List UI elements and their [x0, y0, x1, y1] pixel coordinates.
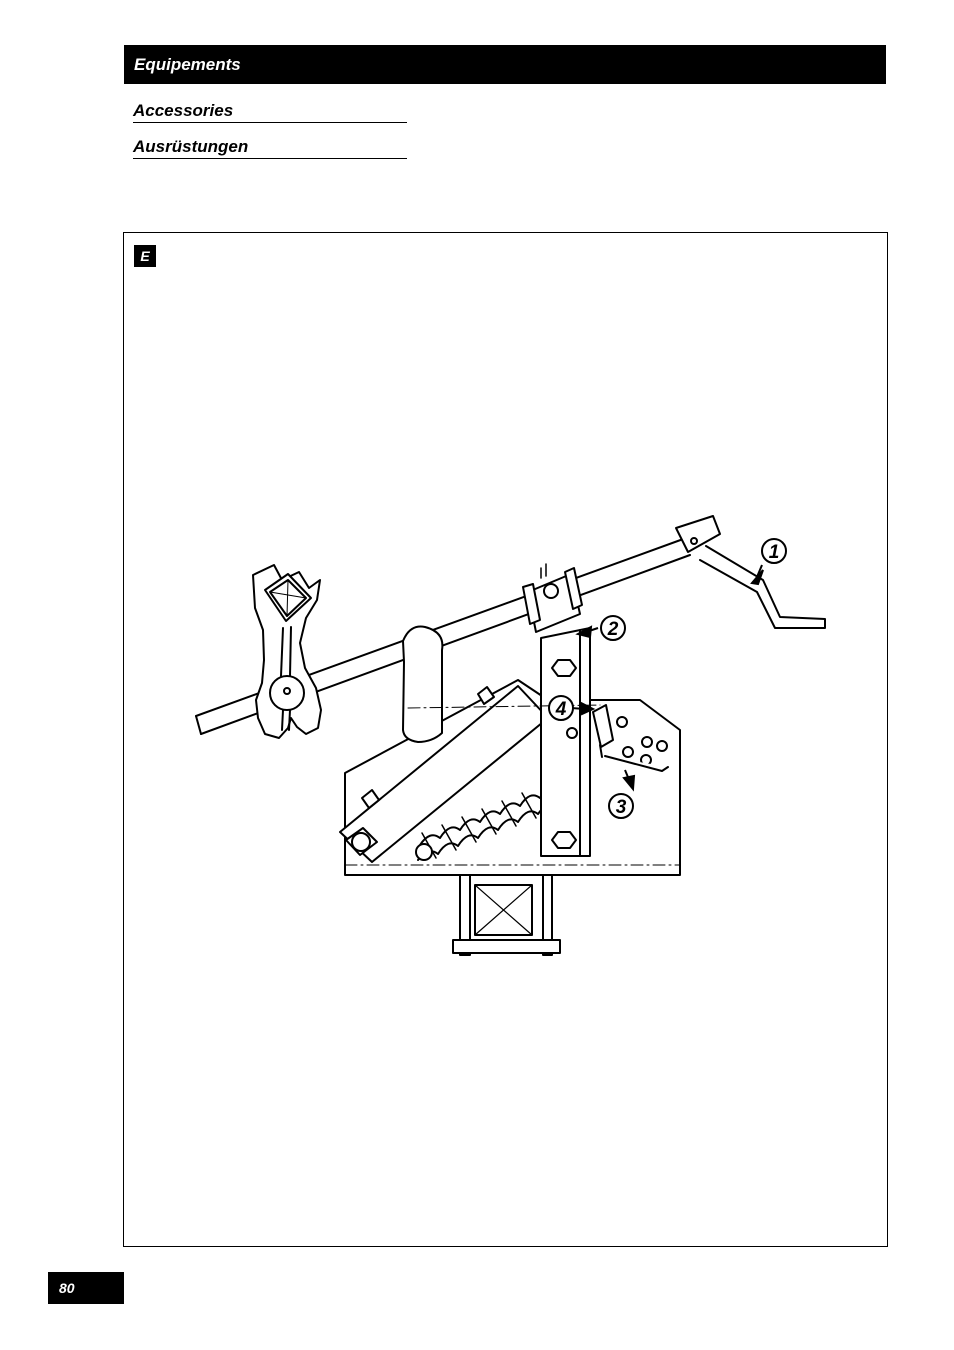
- callout-1: 1: [762, 539, 786, 563]
- wrench-tool: [253, 565, 321, 738]
- page-number: 80: [59, 1280, 75, 1296]
- callout-4: 4: [549, 696, 573, 720]
- callout-label-4: 4: [555, 699, 567, 720]
- page-number-badge: 80: [48, 1272, 124, 1304]
- crank-handle: [676, 516, 825, 628]
- callout-3: 3: [609, 794, 633, 818]
- adjustment-plate: [541, 628, 590, 856]
- support-legs: [453, 875, 560, 955]
- bearing-bracket: [523, 564, 582, 632]
- callout-label-2: 2: [607, 619, 619, 640]
- vertical-post: [403, 627, 442, 742]
- callout-label-3: 3: [616, 797, 627, 818]
- callout-2: 2: [601, 616, 625, 640]
- callout-label-1: 1: [769, 542, 780, 563]
